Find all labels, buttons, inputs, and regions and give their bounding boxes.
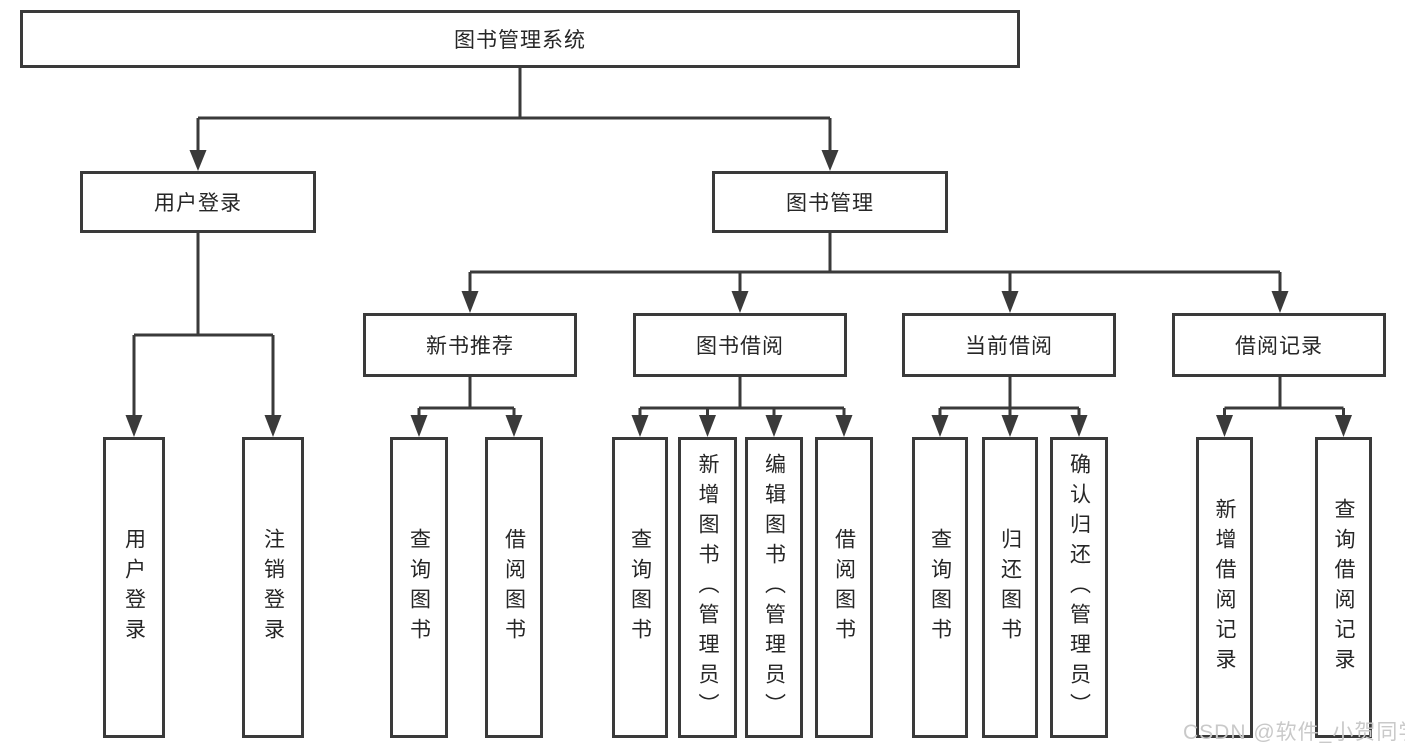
node-borrowing-records: 借阅记录 — [1172, 313, 1386, 377]
node-leaf-query-borrow-record: 查询借阅记录 — [1315, 437, 1372, 738]
node-new-book-recommend-label: 新书推荐 — [426, 335, 514, 358]
node-leaf-query-books-2: 查询图书 — [612, 437, 668, 738]
node-leaf-confirm-return-admin-label: 确认归还（管理员） — [1067, 452, 1091, 723]
node-leaf-borrow-books-2: 借阅图书 — [815, 437, 873, 738]
node-root: 图书管理系统 — [20, 10, 1020, 68]
node-leaf-query-books-1: 查询图书 — [390, 437, 448, 738]
watermark: CSDN @软件_小贺同学 — [1183, 721, 1405, 744]
node-book-borrowing-label: 图书借阅 — [696, 335, 784, 358]
node-user-login: 用户登录 — [80, 171, 316, 233]
connector-arrowheads — [125, 150, 1352, 437]
node-leaf-logout-login-label: 注销登录 — [261, 527, 285, 648]
node-root-label: 图书管理系统 — [454, 29, 586, 52]
node-leaf-add-borrow-record-label: 新增借阅记录 — [1213, 497, 1236, 678]
node-book-borrowing: 图书借阅 — [633, 313, 847, 377]
node-current-borrowing: 当前借阅 — [902, 313, 1116, 377]
node-new-book-recommend: 新书推荐 — [363, 313, 577, 377]
node-leaf-add-books-admin-label: 新增图书（管理员） — [696, 452, 719, 723]
node-book-management: 图书管理 — [712, 171, 948, 233]
node-leaf-query-borrow-record-label: 查询借阅记录 — [1332, 497, 1355, 678]
node-leaf-user-login-label: 用户登录 — [122, 527, 146, 648]
node-leaf-logout-login: 注销登录 — [242, 437, 304, 738]
node-leaf-borrow-books-1: 借阅图书 — [485, 437, 543, 738]
connector-lines — [132, 68, 1345, 418]
node-leaf-query-books-3: 查询图书 — [912, 437, 968, 738]
node-leaf-query-books-1-label: 查询图书 — [407, 527, 431, 648]
node-leaf-confirm-return-admin: 确认归还（管理员） — [1050, 437, 1108, 738]
node-leaf-query-books-2-label: 查询图书 — [628, 527, 652, 648]
node-leaf-add-books-admin: 新增图书（管理员） — [678, 437, 737, 738]
node-leaf-query-books-3-label: 查询图书 — [928, 527, 952, 648]
node-leaf-add-borrow-record: 新增借阅记录 — [1196, 437, 1253, 738]
node-current-borrowing-label: 当前借阅 — [965, 335, 1053, 358]
node-leaf-borrow-books-2-label: 借阅图书 — [832, 527, 856, 648]
node-leaf-edit-books-admin-label: 编辑图书（管理员） — [762, 452, 786, 723]
node-user-login-label: 用户登录 — [154, 192, 242, 215]
node-leaf-borrow-books-1-label: 借阅图书 — [502, 527, 526, 648]
node-leaf-return-books: 归还图书 — [982, 437, 1038, 738]
node-book-management-label: 图书管理 — [786, 192, 874, 215]
node-leaf-user-login: 用户登录 — [103, 437, 165, 738]
node-leaf-edit-books-admin: 编辑图书（管理员） — [745, 437, 803, 738]
node-borrowing-records-label: 借阅记录 — [1235, 335, 1323, 358]
node-leaf-return-books-label: 归还图书 — [998, 527, 1022, 648]
